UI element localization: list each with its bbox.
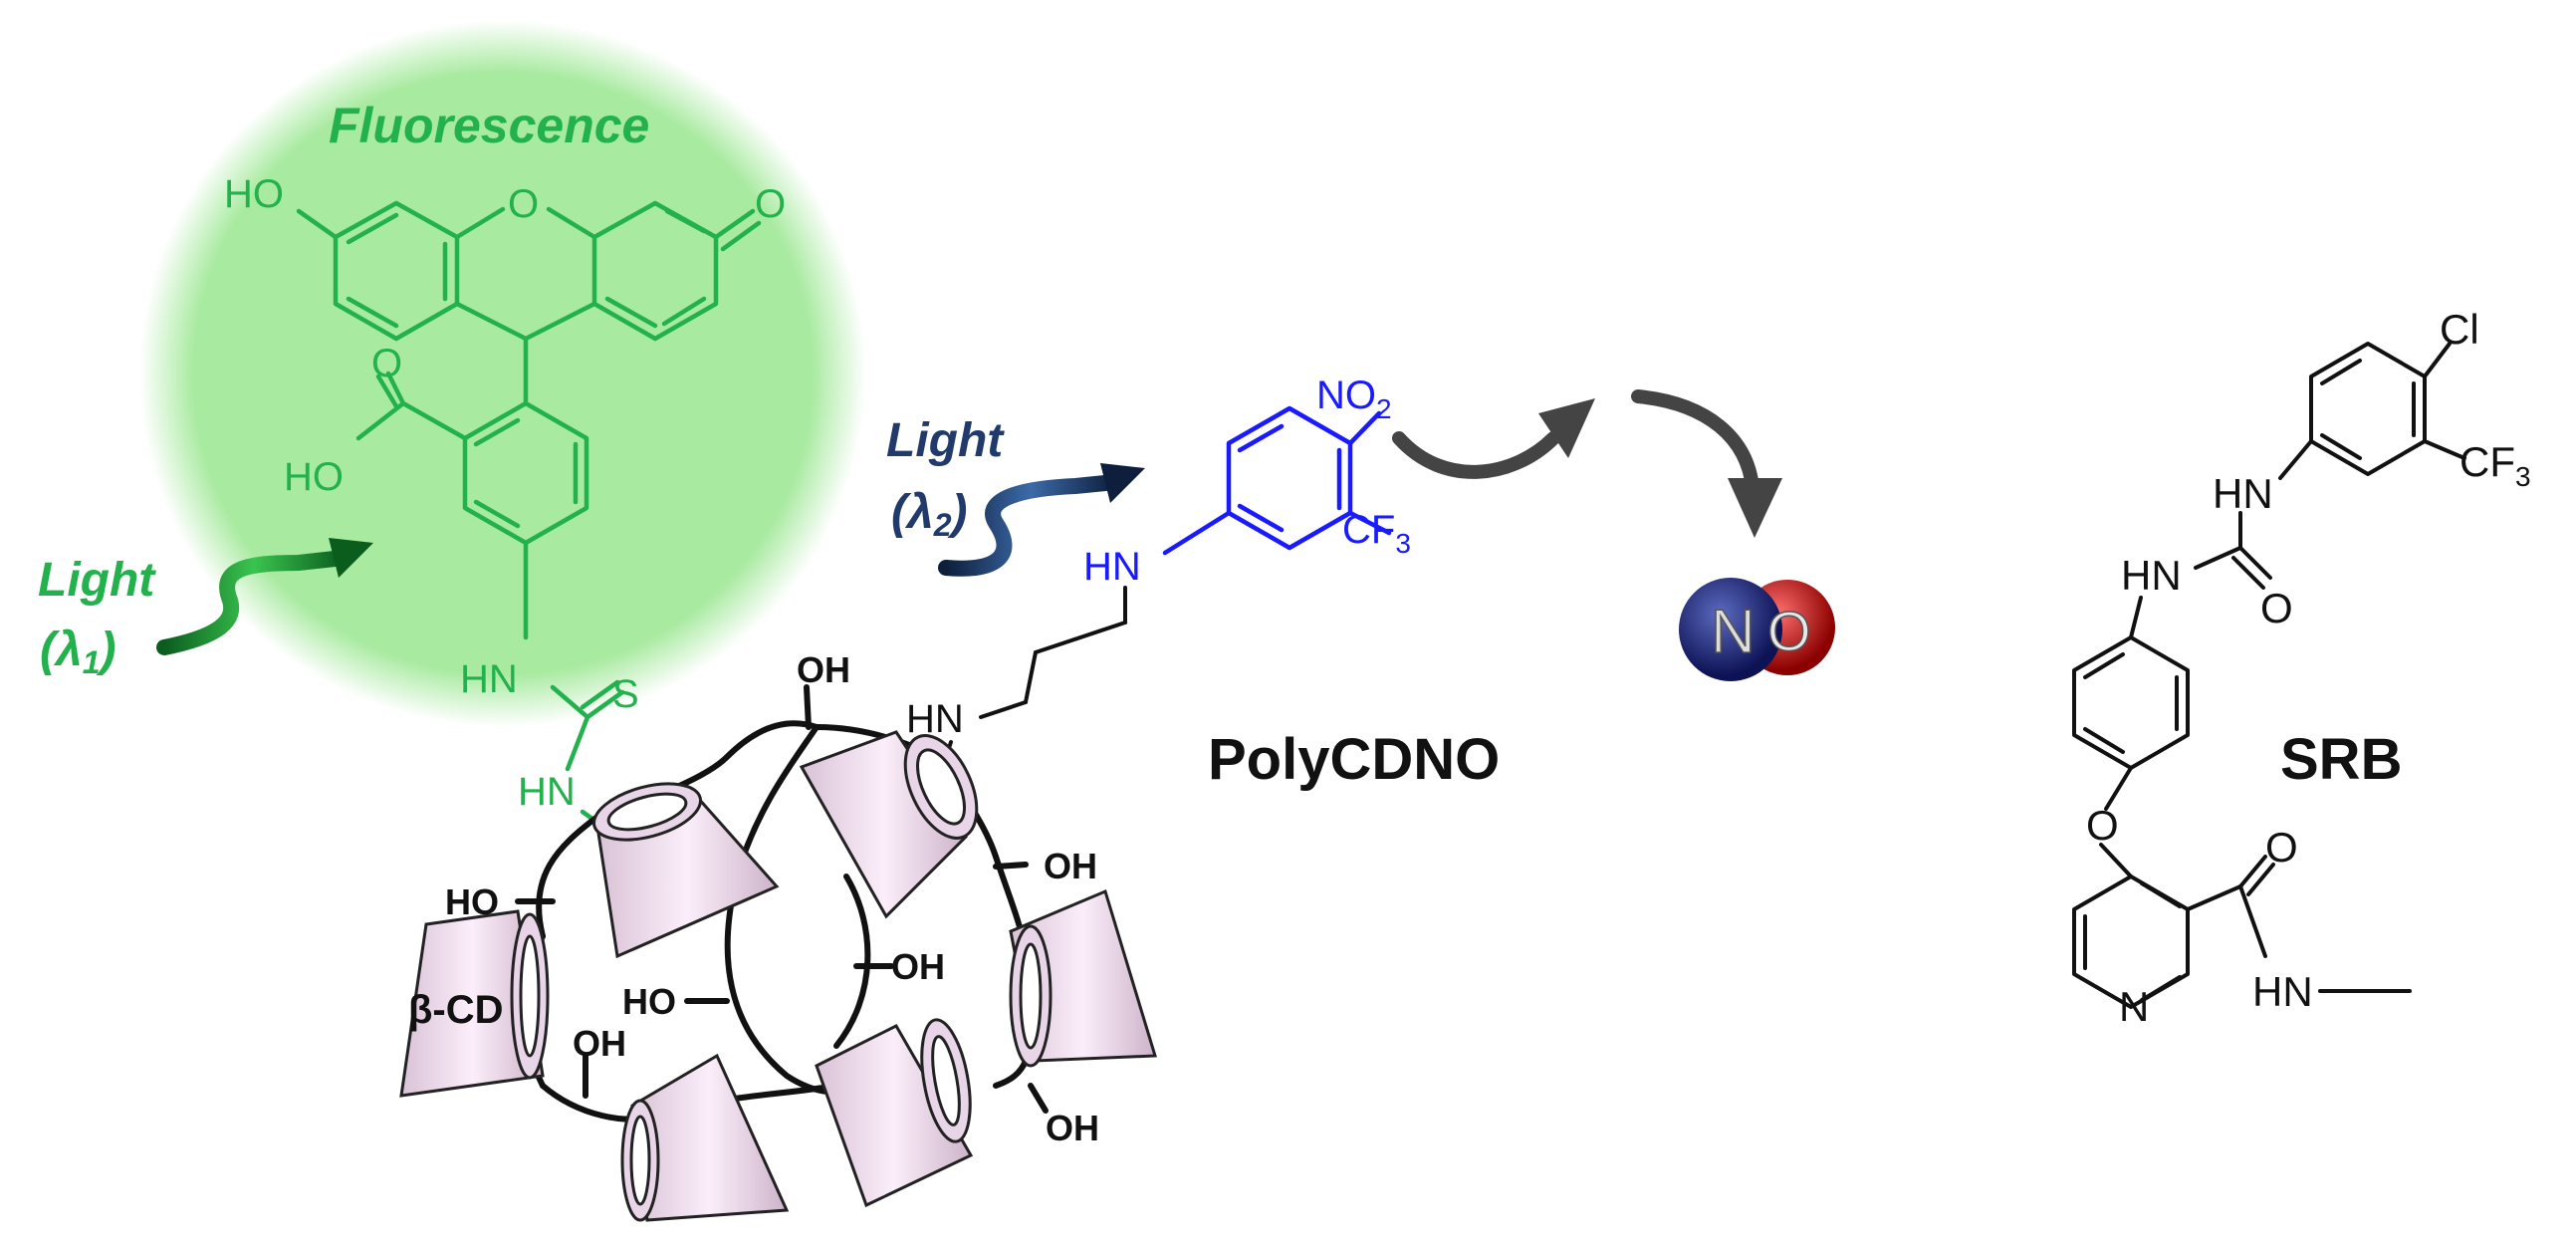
srb-o-urea-label: O — [2260, 585, 2293, 631]
release-arrow-2 — [1631, 389, 1782, 538]
beta-cd-cone-5 — [620, 1053, 790, 1222]
fl-hn-label: HN — [460, 657, 518, 701]
polymer-oh-label-4: OH — [891, 946, 945, 987]
light-lambda1-arrow — [156, 538, 373, 655]
srb-hn-top-label: HN — [2213, 470, 2273, 517]
fluorescence-glow — [139, 20, 866, 727]
nitro-aniline-moiety: NO2 CF3 HN — [1083, 374, 1411, 589]
nitro-hn-label: HN — [1083, 545, 1141, 589]
beta-cd-cone-6 — [815, 1018, 974, 1208]
no-o-label: O — [1767, 600, 1811, 662]
srb-n-pyr-label: N — [2119, 983, 2149, 1030]
no-n-label: N — [1711, 598, 1756, 666]
srb-o-ether-label: O — [2086, 802, 2119, 849]
beta-cd-cone-1 — [399, 909, 550, 1098]
no-molecule-icon: N O — [1679, 578, 1835, 681]
fluorescein-molecule: HO O O O HO HN S HN — [224, 172, 786, 840]
lambda2-label: (λ2) — [891, 486, 967, 543]
beta-cd-cone-4 — [1009, 888, 1157, 1068]
beta-cd-cone-2 — [591, 782, 780, 959]
srb-cf3-label: CF3 — [2459, 438, 2531, 492]
srb-o-amide-label: O — [2265, 824, 2298, 871]
polymer-oh-label-3: OH — [1044, 846, 1097, 886]
fl-ring-o-label: O — [508, 182, 539, 226]
light-lambda2-arrow — [938, 463, 1145, 577]
srb-hn-left-label: HN — [2121, 552, 2182, 599]
srb-label: SRB — [2280, 727, 2402, 792]
polymer-oh-label-5: HO — [622, 981, 676, 1022]
beta-cd-cone-3 — [799, 730, 979, 919]
lambda1-label: (λ1) — [40, 624, 116, 680]
beta-cd-label: β-CD — [408, 988, 504, 1032]
release-arrow-1 — [1392, 398, 1595, 479]
fl-s-label: S — [612, 672, 639, 716]
fl-keto-o-label: O — [755, 182, 786, 226]
fluorescence-label: Fluorescence — [329, 98, 649, 153]
light-lambda1-label: Light — [38, 554, 156, 607]
nitro-cf3-label: CF3 — [1342, 508, 1411, 559]
light-lambda2-label: Light — [886, 414, 1005, 467]
srb-molecule: Cl CF3 HN O HN O O N HN — [2072, 306, 2531, 1030]
polymer-oh-label-7: OH — [1046, 1108, 1099, 1148]
linker-hn-label: HN — [906, 697, 964, 741]
srb-cl-label: Cl — [2440, 306, 2479, 353]
nitro-no2-label: NO2 — [1316, 374, 1392, 424]
srb-hn-amide-label: HN — [2252, 968, 2313, 1015]
polycdno-label: PolyCDNO — [1208, 727, 1500, 792]
polymer-oh-label-1: OH — [797, 649, 850, 690]
fl-ho-label: HO — [224, 172, 284, 216]
polymer-oh-label-2: HO — [445, 881, 499, 922]
fl-hn2-label: HN — [518, 770, 576, 814]
fl-acid-ho-label: HO — [284, 455, 344, 499]
polymer-oh-label-6: OH — [573, 1023, 626, 1064]
fl-acid-o-label: O — [371, 342, 402, 385]
